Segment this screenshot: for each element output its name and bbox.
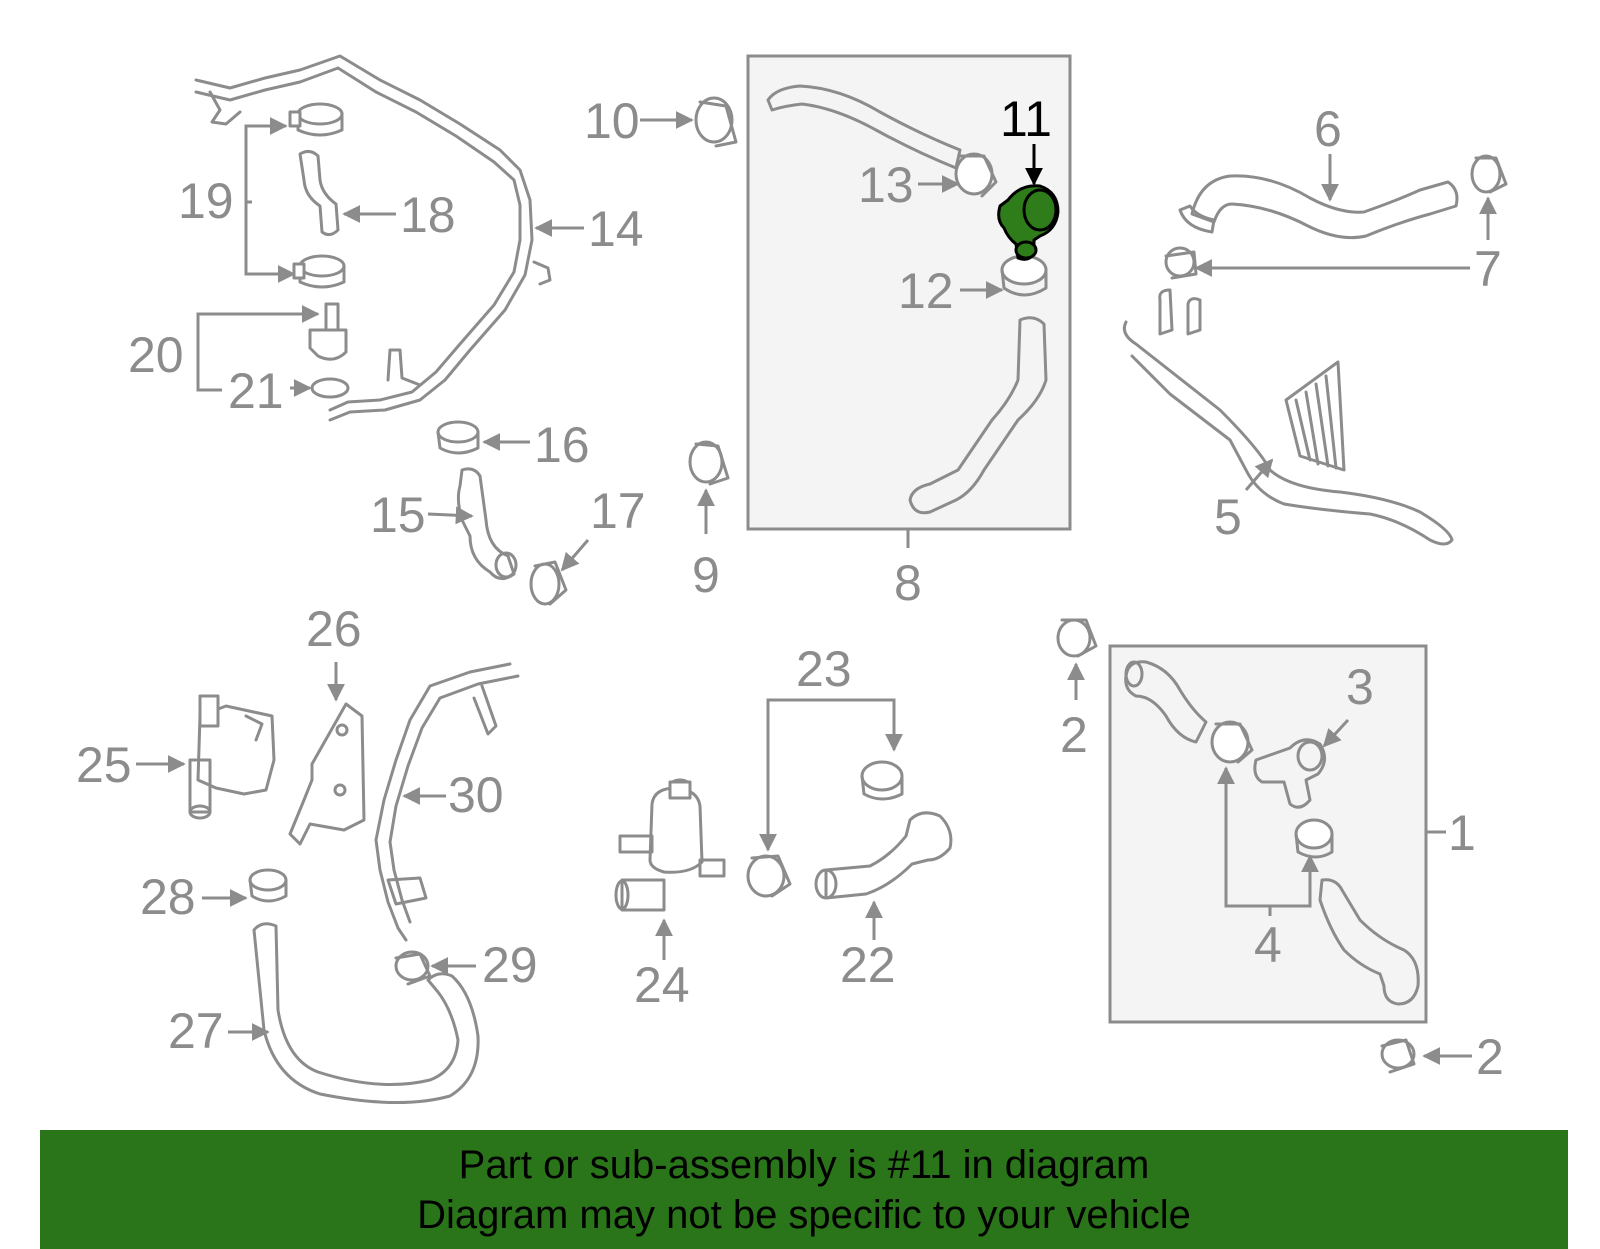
hose-clamp-9 — [688, 440, 730, 486]
highlighted-part-11 — [997, 184, 1060, 261]
callout-labels: 19 18 14 20 21 16 15 17 10 9 8 11 13 12 … — [76, 91, 1504, 1085]
hose-clamp-10 — [694, 96, 738, 148]
assembly-box-1 — [1108, 644, 1428, 1024]
callout-25: 25 — [76, 737, 132, 793]
hose-18 — [298, 149, 340, 237]
banner-line-1: Part or sub-assembly is #11 in diagram — [458, 1143, 1150, 1187]
callout-8: 8 — [894, 555, 922, 611]
hose-clamp-19-bottom — [292, 254, 346, 289]
callout-12: 12 — [898, 263, 954, 319]
callout-11: 11 — [1000, 91, 1052, 147]
hose-15 — [456, 467, 518, 580]
callout-5: 5 — [1214, 489, 1242, 545]
hose-clamp-19-top — [288, 102, 344, 137]
callout-19: 19 — [178, 173, 234, 229]
callout-6: 6 — [1314, 101, 1342, 157]
callout-14: 14 — [588, 201, 644, 257]
water-pump-25 — [188, 694, 276, 820]
callout-3: 3 — [1346, 659, 1374, 715]
callout-15: 15 — [370, 487, 426, 543]
callout-22: 22 — [840, 937, 896, 993]
bracket-26 — [288, 702, 366, 846]
hose-upper-1 — [1124, 660, 1208, 744]
hose-lower-1 — [1318, 878, 1420, 1006]
callout-2-top: 2 — [1060, 707, 1088, 763]
callout-29: 29 — [482, 937, 538, 993]
hose-lower-8 — [908, 316, 1048, 515]
callout-7: 7 — [1474, 241, 1502, 297]
hose-clamp-4-upper — [1210, 720, 1254, 764]
hose-clamp-23-lower — [746, 854, 792, 898]
hose-clamp-7-right — [1470, 154, 1508, 194]
banner-line-2: Diagram may not be specific to your vehi… — [417, 1193, 1191, 1237]
callout-2-bottom: 2 — [1476, 1029, 1504, 1085]
callout-13: 13 — [858, 157, 914, 213]
hose-clamp-23-upper — [860, 760, 904, 801]
o-ring-21 — [310, 377, 350, 399]
hose-clamp-28 — [248, 868, 288, 903]
hose-upper-8 — [766, 84, 962, 170]
callout-17: 17 — [590, 483, 646, 539]
hose-clamp-17 — [529, 560, 568, 606]
coolant-pipe-5 — [1122, 288, 1454, 546]
callout-9: 9 — [692, 547, 720, 603]
callout-1: 1 — [1448, 805, 1476, 861]
leader-lines — [136, 111, 1497, 1065]
coolant-pipe-30 — [374, 662, 520, 942]
hose-clamp-13 — [954, 152, 998, 198]
callout-27: 27 — [168, 1003, 224, 1059]
callout-24: 24 — [634, 957, 690, 1013]
info-banner: Part or sub-assembly is #11 in diagram D… — [40, 1130, 1568, 1249]
callout-23: 23 — [796, 641, 852, 697]
callout-30: 30 — [448, 767, 504, 823]
hose-clamp-29 — [394, 950, 432, 986]
connector-3 — [1253, 738, 1326, 809]
hose-27 — [252, 922, 480, 1104]
callout-16: 16 — [534, 417, 590, 473]
hose-clamp-2-bottom — [1380, 1038, 1416, 1074]
hose-22 — [814, 811, 953, 900]
callout-10: 10 — [584, 93, 640, 149]
hose-clamp-2-top — [1056, 618, 1098, 658]
callout-21: 21 — [228, 363, 284, 419]
hose-clamp-16 — [436, 420, 480, 455]
callout-18: 18 — [400, 187, 456, 243]
callout-4: 4 — [1254, 917, 1282, 973]
hose-6 — [1178, 174, 1459, 240]
coolant-pipe-14 — [194, 54, 552, 422]
fitting-20 — [308, 302, 348, 361]
callout-28: 28 — [140, 869, 196, 925]
callout-26: 26 — [306, 601, 362, 657]
valve-24 — [614, 778, 726, 912]
callout-20: 20 — [128, 327, 184, 383]
hose-clamp-7-left — [1164, 246, 1198, 280]
hose-clamp-4-lower — [1294, 818, 1334, 859]
